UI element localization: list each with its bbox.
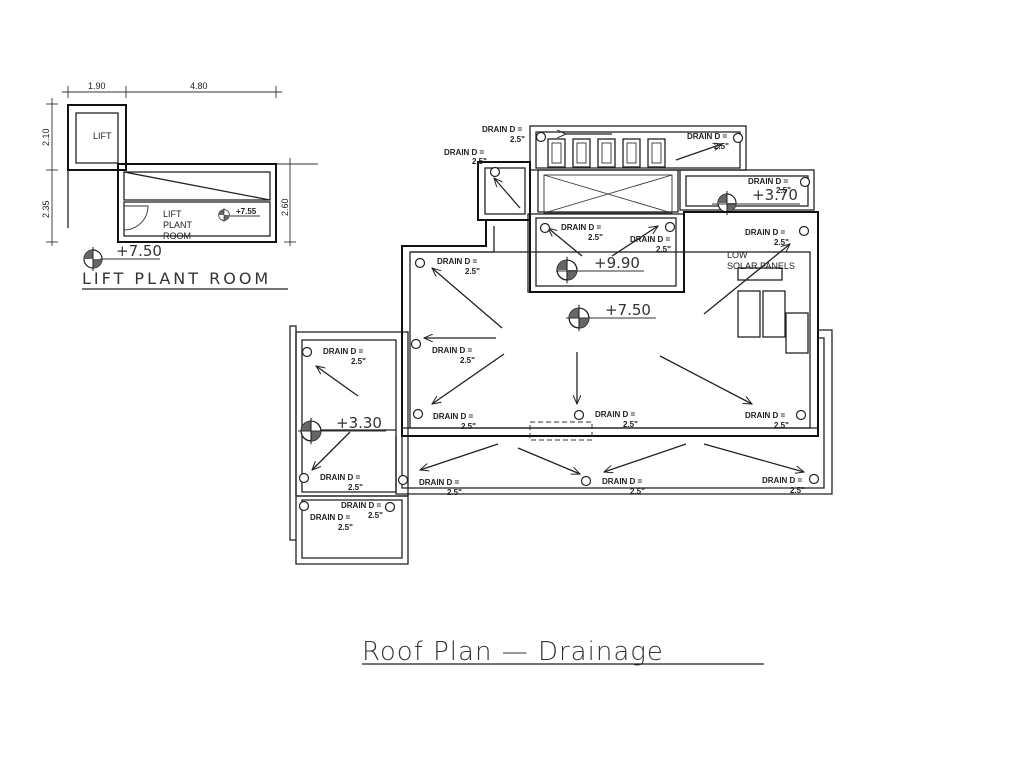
drain-size: 2.5" (776, 186, 791, 195)
drain-circle-icon (301, 346, 313, 358)
drain-size: 2.5" (368, 511, 383, 520)
drain-circle-icon (397, 474, 409, 486)
drain-labels: DRAIN D = 2.5" DRAIN D = 2.5" DRAIN D = … (310, 125, 805, 532)
drain-size: 2.5" (351, 357, 366, 366)
drain-size: 2.5" (588, 233, 603, 242)
roof-plan: +9.90 +3.70 LOW SOLAR PANELS +7.50 (289, 125, 833, 565)
level-room: +7.55 (236, 207, 257, 216)
drain-label: DRAIN D = (630, 235, 671, 244)
level-left-wing: +3.30 (336, 414, 382, 432)
drain-circle-icon (298, 472, 310, 484)
room-label-1: LIFT (163, 209, 182, 219)
drain-size: 2.5" (774, 238, 789, 247)
drain-label: DRAIN D = (419, 478, 460, 487)
tank-modules (547, 138, 666, 168)
dim-left-2: 2.35 (41, 200, 51, 218)
drain-size: 2.5" (510, 135, 525, 144)
drain-circle-icon (412, 408, 424, 420)
drain-label: DRAIN D = (437, 257, 478, 266)
drain-label: DRAIN D = (310, 513, 351, 522)
drain-circle-icon (384, 501, 396, 513)
drain-label: DRAIN D = (745, 411, 786, 420)
drain-circle-icon (795, 409, 807, 421)
drain-circle-icon (664, 221, 676, 233)
drain-label: DRAIN D = (748, 177, 789, 186)
solar-label-2: SOLAR PANELS (727, 261, 795, 271)
room-label-2: PLANT (163, 220, 193, 230)
drain-label: DRAIN D = (595, 410, 636, 419)
drain-circle-icon (799, 176, 811, 188)
drain-size: 2.5" (447, 488, 462, 497)
level-marker-icon (83, 246, 103, 272)
drain-size: 2.5" (790, 486, 805, 495)
drain-size: 2.5" (460, 356, 475, 365)
dim-right: 2.60 (280, 198, 290, 216)
drain-circle-icon (539, 222, 551, 234)
drain-circle-icon (798, 225, 810, 237)
drain-size: 2.5" (472, 157, 487, 166)
lift-shaft-inner (75, 112, 119, 164)
level-marker-icon (218, 207, 230, 223)
level-base: +7.50 (116, 242, 162, 260)
drain-circle-icon (808, 473, 820, 485)
level-main: +7.50 (605, 301, 651, 319)
drain-label: DRAIN D = (482, 125, 523, 134)
drain-size: 2.5" (338, 523, 353, 532)
drain-label: DRAIN D = (433, 412, 474, 421)
drain-label: DRAIN D = (432, 346, 473, 355)
lift-shaft-outer (67, 104, 127, 171)
drain-circle-icon (573, 409, 585, 421)
plant-room-outer (117, 163, 277, 243)
drain-size: 2.5" (714, 142, 729, 151)
drain-circle-icon (732, 132, 744, 144)
dim-top-1: 1.90 (88, 81, 106, 91)
drain-label: DRAIN D = (561, 223, 602, 232)
drain-label: DRAIN D = (745, 228, 786, 237)
drain-label: DRAIN D = (323, 347, 364, 356)
level-marker-icon (556, 256, 578, 284)
room-label-3: ROOM (163, 231, 191, 241)
drain-size: 2.5" (348, 483, 363, 492)
dim-left-1: 2.10 (41, 128, 51, 146)
drawing-title: Roof Plan — Drainage (362, 637, 664, 667)
drain-label: DRAIN D = (444, 148, 485, 157)
drain-circle-icon (414, 257, 426, 269)
drain-circle-icon (410, 338, 422, 350)
drain-circle-icon (535, 131, 547, 143)
drain-size: 2.5" (656, 245, 671, 254)
drain-label: DRAIN D = (687, 132, 728, 141)
drain-size: 2.5" (630, 487, 645, 496)
drain-label: DRAIN D = (320, 473, 361, 482)
lift-plant-room-plan: 1.90 4.80 2.10 2.35 2.60 LIFT LIFT PLANT… (41, 81, 318, 290)
drain-outlets (298, 131, 820, 513)
drain-size: 2.5" (774, 421, 789, 430)
drain-size: 2.5" (465, 267, 480, 276)
level-right-top: +3.70 (752, 186, 798, 204)
lift-plant-room-title: LIFT PLANT ROOM (82, 269, 271, 288)
drain-size: 2.5" (461, 422, 476, 431)
drain-circle-icon (298, 500, 310, 512)
drain-circle-icon (580, 475, 592, 487)
solar-label-1: LOW (727, 250, 748, 260)
drain-circle-icon (489, 166, 501, 178)
level-upper: +9.90 (594, 254, 640, 272)
main-roof-outline (401, 211, 819, 437)
drain-label: DRAIN D = (602, 477, 643, 486)
door-swing (123, 205, 149, 231)
drain-label: DRAIN D = (762, 476, 803, 485)
dim-top-2: 4.80 (190, 81, 208, 91)
lift-label: LIFT (93, 131, 112, 141)
drain-label: DRAIN D = (341, 501, 382, 510)
drain-size: 2.5" (623, 420, 638, 429)
dimension-lines (46, 86, 318, 246)
